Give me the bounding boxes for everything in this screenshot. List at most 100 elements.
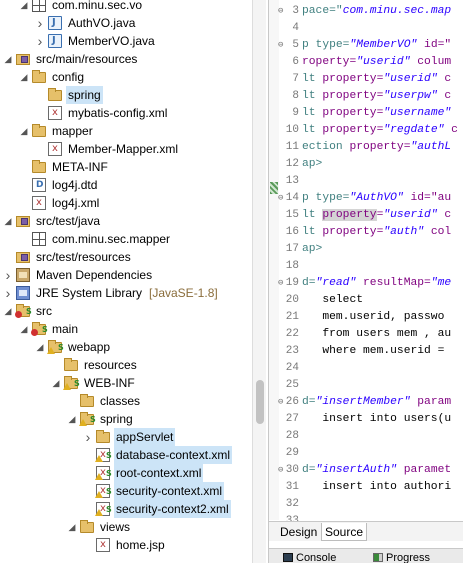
tree-vertical-scrollbar[interactable] [252,0,266,563]
code-line[interactable]: p type="AuthVO" id="au [302,190,451,207]
tree-item[interactable]: src/test/resources [0,248,252,266]
tree-item[interactable]: home.jsp [0,536,252,554]
code-line[interactable]: mem.userid, passwo [302,309,444,326]
tree-item[interactable]: classes [0,392,252,410]
expand-twisty-icon[interactable]: › [5,285,11,301]
code-line[interactable]: lt property="userpw" c [302,88,451,105]
tree-item[interactable]: ◢views [0,518,252,536]
code-line[interactable]: pace="com.minu.sec.map [302,3,451,20]
collapse-twisty-icon[interactable]: ◢ [68,522,76,532]
code-line[interactable]: lt property="regdate" c [302,122,458,139]
tree-item[interactable]: log4j.dtd [0,176,252,194]
code-token: param [410,396,452,408]
collapse-twisty-icon[interactable]: ◢ [68,414,76,424]
code-line[interactable]: from users mem , au [302,326,451,343]
tree-item[interactable]: mybatis-config.xml [0,104,252,122]
code-line[interactable]: ap> [302,156,322,173]
tree-item[interactable]: com.minu.sec.mapper [0,230,252,248]
tab-console[interactable]: Console [283,551,336,563]
tree-item[interactable]: ◢config [0,68,252,86]
code-line[interactable]: d="read" resultMap="me [302,275,451,292]
code-line[interactable]: where mem.userid = [302,343,451,360]
spring-nature-icon: S [90,415,96,424]
tree-item[interactable]: spring [0,86,252,104]
tree-item[interactable]: ›Maven Dependencies [0,266,252,284]
code-line[interactable]: lt property="username" [302,105,451,122]
tree-item[interactable]: ◢com.minu.sec.vo [0,0,252,14]
expand-twisty-icon[interactable]: › [37,33,43,49]
tree-item[interactable]: Member-Mapper.xml [0,140,252,158]
code-line[interactable]: d="insertAuth" paramet [302,462,451,479]
tree-item[interactable]: ›JRE System Library[JavaSE-1.8] [0,284,252,302]
collapse-twisty-icon[interactable]: ◢ [4,216,12,226]
expand-twisty-icon[interactable]: › [5,267,11,283]
line-number: 3 [278,3,299,20]
tab-source[interactable]: Source [321,523,368,541]
expand-twisty-icon[interactable]: › [85,429,91,445]
code-line[interactable]: roperty="userid" colum [302,54,451,71]
xml-file-icon [48,140,62,158]
source-folder-icon [16,216,30,227]
tree-item[interactable]: ›AuthVO.java [0,14,252,32]
code-line[interactable]: ap> [302,241,322,258]
collapse-twisty-icon[interactable]: ◢ [4,54,12,64]
tree-item[interactable]: ◢src/test/java [0,212,252,230]
collapse-twisty-icon[interactable]: ◢ [4,306,12,316]
tree-item[interactable]: ◢src/main/resources [0,50,252,68]
code-line[interactable]: ection property="authL [302,139,451,156]
line-number: 10 [285,124,299,136]
code-token: "read" [315,277,357,289]
twisty-spacer [82,482,94,500]
collapse-twisty-icon[interactable]: ◢ [20,0,28,10]
tree-item[interactable]: ◢mapper [0,122,252,140]
spring-nature-icon: S [74,379,80,388]
code-line[interactable]: lt property="userid" c [302,207,451,224]
warning-badge-icon [95,509,103,517]
xml-file-icon [32,194,46,212]
code-token: "username" [383,107,452,119]
code-line[interactable]: insert into authori [302,479,451,496]
tree-item-label: resources [84,358,137,372]
collapse-twisty-icon[interactable]: ◢ [20,126,28,136]
tab-design[interactable]: Design [280,525,318,539]
tab-progress[interactable]: Progress [373,551,430,563]
project-explorer-tree[interactable]: ◢com.minu.sec.vo›AuthVO.java›MemberVO.ja… [0,0,252,563]
code-token: property= [322,73,384,85]
tree-item-label: root-context.xml [114,464,204,482]
java-file-icon [48,14,62,32]
xml-editor[interactable]: 3456789101112131415161718192021222324252… [268,0,463,563]
tree-item[interactable]: resources [0,356,252,374]
collapse-twisty-icon[interactable]: ◢ [20,72,28,82]
twisty-spacer [18,158,30,176]
code-line[interactable]: select [302,292,363,309]
code-line[interactable]: p type="MemberVO" id=" [302,37,451,54]
code-line[interactable]: lt property="userid" c [302,71,451,88]
expand-twisty-icon[interactable]: › [37,15,43,31]
code-line[interactable]: lt property="auth" col [302,224,451,241]
tree-item[interactable]: META-INF [0,158,252,176]
code-line[interactable]: d="insertMember" param [302,394,451,411]
collapse-twisty-icon[interactable]: ◢ [52,378,60,388]
tree-item[interactable]: ›MemberVO.java [0,32,252,50]
collapse-twisty-icon[interactable]: ◢ [20,324,28,334]
tree-item[interactable]: ›appServlet [0,428,252,446]
collapse-twisty-icon[interactable]: ◢ [36,342,44,352]
spring-nature-icon: S [106,469,112,478]
tree-item[interactable]: log4j.xml [0,194,252,212]
tree-scrollbar-thumb[interactable] [256,380,264,424]
code-area[interactable]: pace="com.minu.sec.map p type="MemberVO" … [302,0,463,520]
code-line[interactable]: insert into users(u [302,411,451,428]
line-number: 31 [285,481,299,493]
warning-badge-icon [95,455,103,463]
spring-nature-icon: S [58,343,64,352]
line-number: 18 [285,260,299,272]
